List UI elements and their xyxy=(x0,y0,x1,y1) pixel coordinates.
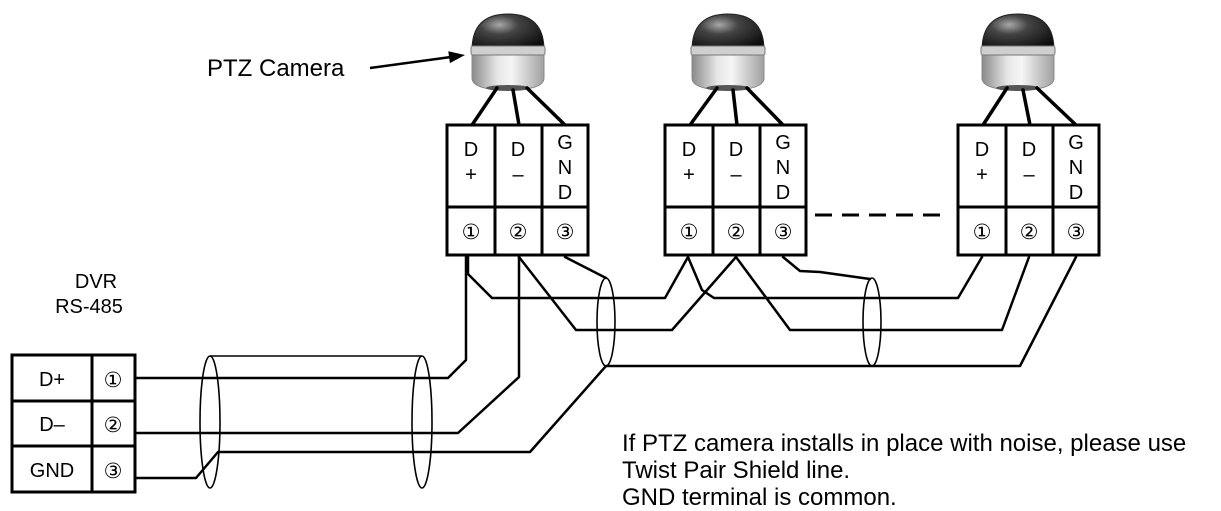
dvr-label-d-plus: D+ xyxy=(39,369,65,391)
dvr-terminal-frame xyxy=(10,353,137,494)
terminal-block-camera-3: D + D – G N D ① ② ③ xyxy=(956,123,1101,257)
label-d-minus: D xyxy=(729,139,743,161)
d-plus-wire-camera-1-to-2 xyxy=(466,255,690,300)
ptz-camera-2-icon xyxy=(690,13,766,91)
label-gnd: D xyxy=(776,182,790,204)
label-d-plus: + xyxy=(683,164,695,186)
dvr-interface-label: RS-485 xyxy=(55,296,123,318)
camera-1-leads xyxy=(470,86,567,127)
label-d-minus: – xyxy=(1023,164,1035,186)
label-d-plus: D xyxy=(682,139,696,161)
gnd-wire-camera-2 xyxy=(781,255,872,281)
label-d-minus: – xyxy=(730,164,742,186)
cable-shield-camera-2-to-3 xyxy=(862,277,882,367)
note-line-2: Twist Pair Shield line. xyxy=(622,457,850,484)
camera-2-leads xyxy=(688,86,785,127)
terminal-number-1: ① xyxy=(462,220,481,244)
label-gnd: D xyxy=(558,182,572,204)
label-gnd: N xyxy=(558,157,572,179)
terminal-number-2: ② xyxy=(727,220,746,244)
label-d-plus: + xyxy=(465,164,477,186)
note-line-3: GND terminal is common. xyxy=(622,484,897,511)
ptz-camera-3-icon xyxy=(980,13,1056,91)
dvr-terminal-block: D+ ① D– ② GND ③ xyxy=(10,353,137,494)
d-minus-wire-camera-1-to-2 xyxy=(517,255,738,332)
d-plus-wire-camera-2-to-3 xyxy=(686,255,984,300)
dvr-terminal-number-2: ② xyxy=(104,413,123,437)
note-line-1: If PTZ camera installs in place with noi… xyxy=(622,430,1186,457)
terminal-block-camera-2: D + D – G N D ① ② ③ xyxy=(663,123,808,257)
gnd-wire-camera-1 xyxy=(563,255,608,280)
installation-note: If PTZ camera installs in place with noi… xyxy=(622,430,1186,511)
dvr-label-gnd: GND xyxy=(30,460,74,482)
d-minus-wire-camera-2-to-3 xyxy=(734,255,1031,332)
terminal-number-2: ② xyxy=(509,220,528,244)
label-gnd: G xyxy=(1068,132,1084,154)
callout-arrow-head-icon xyxy=(448,51,465,64)
label-gnd: G xyxy=(557,132,573,154)
dvr-terminal-number-1: ① xyxy=(104,368,123,392)
terminal-number-1: ① xyxy=(680,220,699,244)
label-d-plus: + xyxy=(976,164,988,186)
terminal-block-frame xyxy=(956,123,1101,257)
label-gnd: G xyxy=(775,132,791,154)
dvr-terminal-number-3: ③ xyxy=(104,459,123,483)
ptz-camera-1-icon xyxy=(470,13,546,91)
camera-3-leads xyxy=(981,86,1078,127)
terminal-number-2: ② xyxy=(1020,220,1039,244)
d-minus-wire-dvr-to-camera-1 xyxy=(135,255,521,435)
terminal-number-3: ③ xyxy=(556,220,575,244)
dvr-title: DVR xyxy=(75,271,117,293)
terminal-block-camera-1: D + D – G N D ① ② ③ xyxy=(445,123,590,257)
label-d-plus: D xyxy=(975,139,989,161)
terminal-block-frame xyxy=(445,123,590,257)
label-d-plus: D xyxy=(464,139,478,161)
label-d-minus: D xyxy=(1022,139,1036,161)
terminal-block-frame xyxy=(663,123,808,257)
callout-arrow-line xyxy=(369,55,452,70)
label-d-minus: D xyxy=(511,139,525,161)
label-gnd: D xyxy=(1069,182,1083,204)
label-gnd: N xyxy=(776,157,790,179)
gnd-common-wire xyxy=(135,255,1078,480)
cable-shield-dvr-section xyxy=(199,355,433,489)
dvr-label-d-minus: D– xyxy=(39,414,65,436)
terminal-number-1: ① xyxy=(973,220,992,244)
terminal-number-3: ③ xyxy=(774,220,793,244)
label-d-minus: – xyxy=(512,164,524,186)
ptz-camera-label: PTZ Camera xyxy=(207,55,345,82)
cable-shield-camera-1-to-2 xyxy=(596,277,616,367)
terminal-number-3: ③ xyxy=(1067,220,1086,244)
label-gnd: N xyxy=(1069,157,1083,179)
d-plus-wire-dvr-to-camera-1 xyxy=(135,255,468,380)
